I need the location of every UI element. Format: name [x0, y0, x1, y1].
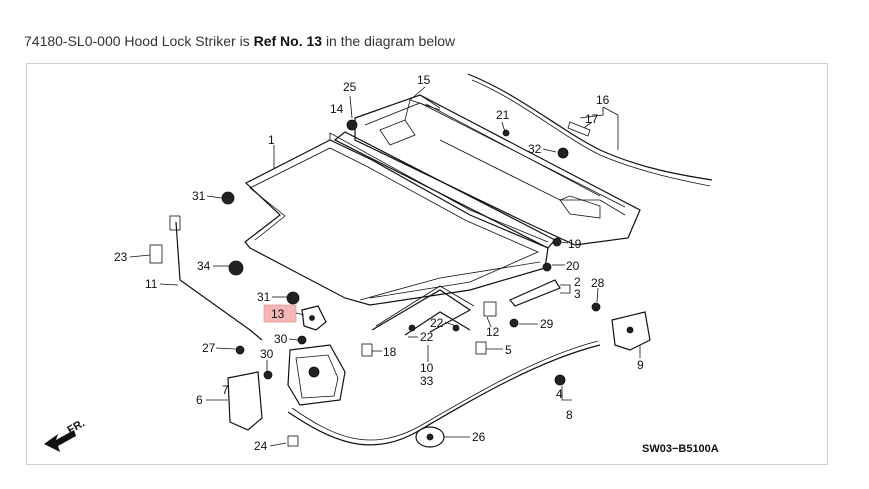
ref-16: 16 [596, 93, 610, 107]
cable-bracket [509, 279, 561, 307]
ref-23: 23 [114, 250, 128, 264]
ref-18: 18 [383, 345, 397, 359]
hood-panel [244, 132, 549, 306]
ref-32: 32 [528, 142, 542, 156]
ref-22b: 22 [420, 330, 434, 344]
ref-31a: 31 [192, 189, 206, 203]
diagram-code: SW03−B5100A [642, 443, 719, 455]
ref-3: 3 [574, 287, 581, 301]
front-direction-arrow: FR. [44, 417, 87, 452]
hood-hinge [611, 311, 651, 351]
caption-ref-label: Ref No. 13 [253, 33, 323, 49]
ref-4: 4 [556, 387, 563, 401]
ref-8: 8 [566, 408, 573, 422]
front-direction-label: FR. [66, 417, 87, 436]
caption-part-number: 74180-SL0-000 Hood Lock Striker is [24, 33, 250, 49]
ref-10: 10 [420, 361, 434, 375]
ref-20: 20 [566, 259, 580, 273]
ref-1: 1 [268, 133, 275, 147]
caption: 74180-SL0-000 Hood Lock Striker is Ref N… [24, 33, 455, 49]
ref-21: 21 [496, 108, 510, 122]
diagram-frame [26, 63, 828, 465]
ref-19: 19 [568, 237, 582, 251]
fasteners [149, 119, 601, 447]
ref-12: 12 [486, 325, 500, 339]
ref-17: 17 [585, 112, 599, 126]
release-handle [415, 426, 445, 448]
ref-22a: 22 [430, 316, 444, 330]
ref-2: 2 [574, 275, 581, 289]
ref-27: 27 [202, 341, 216, 355]
ref-29: 29 [540, 317, 554, 331]
ref-14: 14 [330, 102, 344, 116]
hood-lock-assembly [227, 344, 346, 431]
reference-numbers: 1 2 3 4 5 6 7 8 9 10 11 12 13 14 15 16 1… [114, 73, 644, 453]
ref-24: 24 [254, 439, 268, 453]
ref-28: 28 [591, 276, 605, 290]
ref-25: 25 [343, 80, 357, 94]
ref-7: 7 [222, 383, 229, 397]
ref-31b: 31 [257, 290, 271, 304]
ref-5: 5 [505, 343, 512, 357]
ref-11: 11 [145, 277, 158, 291]
ref-33: 33 [420, 374, 434, 388]
ref-13: 13 [271, 307, 285, 321]
ref-30b: 30 [260, 347, 274, 361]
ref-15: 15 [417, 73, 431, 87]
ref-34: 34 [197, 259, 211, 273]
ref-26: 26 [472, 430, 486, 444]
hood-lock-striker [301, 305, 327, 331]
hood-seal [371, 285, 475, 336]
weatherstrip [467, 73, 713, 187]
ref-9: 9 [637, 358, 644, 372]
support-rod [169, 215, 263, 341]
leader-lines [129, 86, 641, 447]
ref-30a: 30 [274, 332, 288, 346]
caption-suffix: in the diagram below [325, 33, 456, 49]
ref-13-highlight [263, 304, 297, 323]
ref-6: 6 [196, 393, 203, 407]
